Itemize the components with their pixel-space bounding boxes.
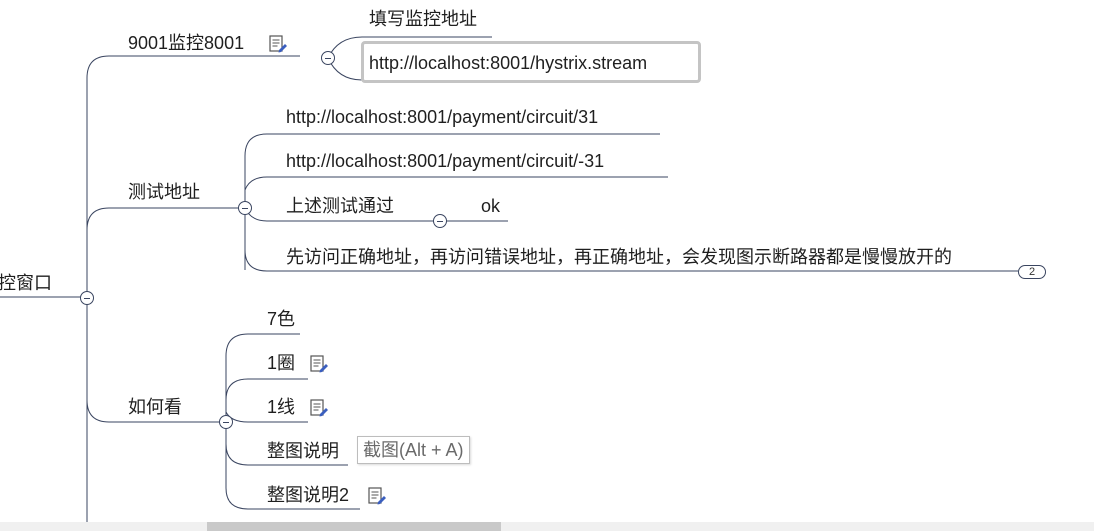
edge-observe bbox=[244, 249, 1018, 272]
note-icon[interactable] bbox=[268, 34, 288, 54]
node-passed[interactable]: 上述测试通过 bbox=[286, 196, 394, 216]
edge-url-ok bbox=[244, 133, 660, 157]
note-icon[interactable] bbox=[367, 486, 387, 506]
edge-whole2 bbox=[225, 487, 360, 510]
collapse-toggle-howto[interactable] bbox=[219, 415, 233, 429]
edge-1circle bbox=[225, 378, 308, 401]
branch-monitor-line bbox=[86, 55, 300, 79]
node-url-err[interactable]: http://localhost:8001/payment/circuit/-3… bbox=[286, 151, 605, 171]
branch-howto[interactable]: 如何看 bbox=[128, 397, 182, 417]
node-url-ok[interactable]: http://localhost:8001/payment/circuit/31 bbox=[286, 107, 599, 127]
edge-7color bbox=[225, 333, 300, 357]
node-7color[interactable]: 7色 bbox=[267, 309, 296, 329]
horizontal-scrollbar-thumb[interactable] bbox=[207, 522, 501, 531]
edge-1line bbox=[225, 411, 308, 423]
collapse-toggle-test[interactable] bbox=[238, 201, 252, 215]
branch-test[interactable]: 测试地址 bbox=[128, 182, 200, 202]
node-whole[interactable]: 整图说明 bbox=[267, 441, 339, 461]
node-1circle[interactable]: 1圈 bbox=[267, 353, 296, 373]
collapse-toggle-monitor[interactable] bbox=[321, 51, 335, 65]
collapsed-count-badge[interactable]: 2 bbox=[1018, 265, 1046, 279]
node-whole2[interactable]: 整图说明2 bbox=[267, 485, 350, 505]
branch-howto-line bbox=[86, 399, 226, 423]
node-observe[interactable]: 先访问正确地址，再访问错误地址，再正确地址，会发现图示断路器都是慢慢放开的 bbox=[286, 247, 952, 267]
branch-test-line bbox=[86, 207, 245, 231]
selection-frame bbox=[361, 41, 701, 83]
node-1line[interactable]: 1线 bbox=[267, 397, 296, 417]
edge-whole bbox=[225, 443, 348, 466]
edge-url-err bbox=[244, 176, 668, 191]
screenshot-tooltip: 截图(Alt + A) bbox=[357, 436, 470, 464]
root-node[interactable]: 控窗口 bbox=[0, 273, 52, 293]
node-stream-url[interactable]: http://localhost:8001/hystrix.stream bbox=[369, 53, 648, 73]
note-icon[interactable] bbox=[309, 398, 329, 418]
branch-monitor[interactable]: 9001监控8001 bbox=[128, 33, 245, 53]
collapse-toggle-passed[interactable] bbox=[433, 214, 447, 228]
node-fill-address[interactable]: 填写监控地址 bbox=[369, 9, 477, 29]
horizontal-scrollbar[interactable] bbox=[0, 522, 1094, 531]
node-passed-ok[interactable]: ok bbox=[481, 196, 501, 216]
note-icon[interactable] bbox=[309, 354, 329, 374]
collapse-toggle-root[interactable] bbox=[80, 291, 94, 305]
